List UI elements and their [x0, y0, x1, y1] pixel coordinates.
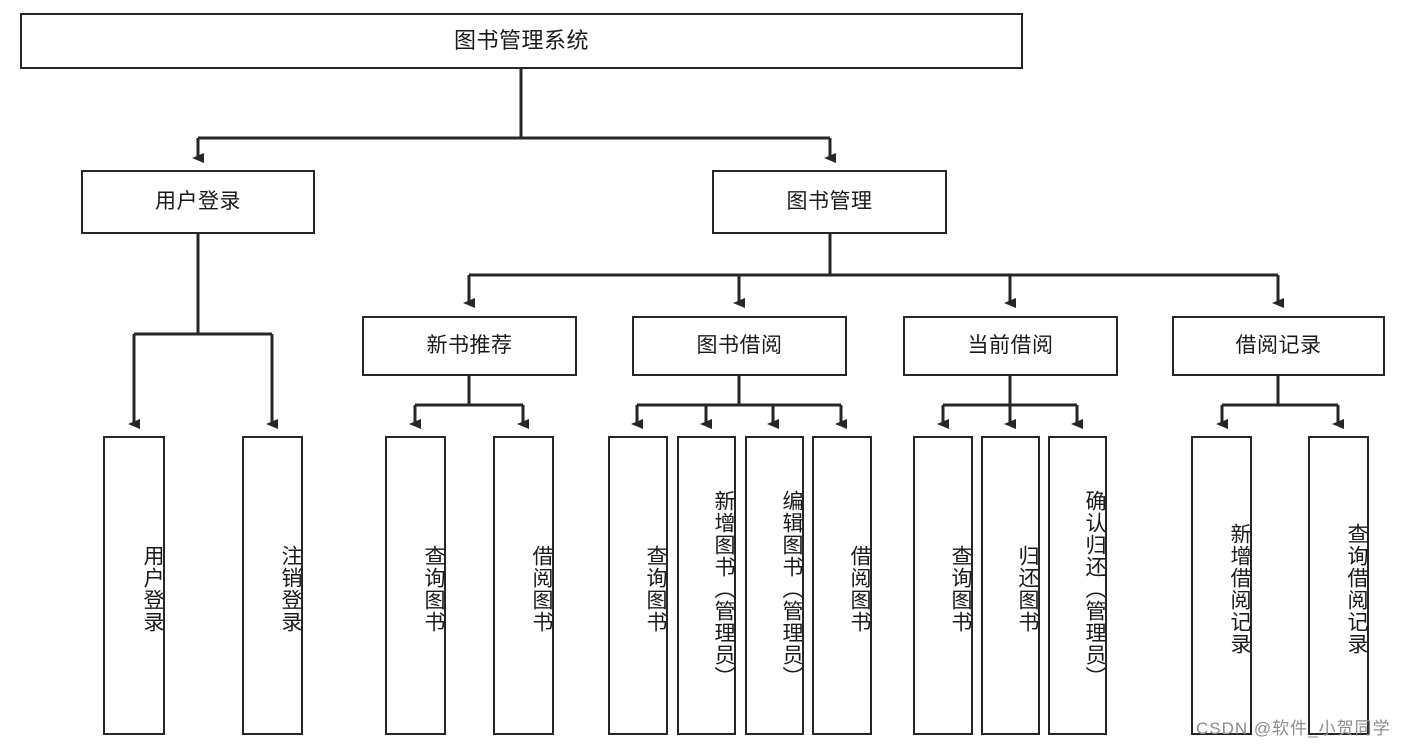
node-borrowing-record[interactable]: 借阅记录	[1172, 316, 1385, 376]
node-label: 编辑图书（管理员）	[780, 489, 803, 688]
node-label: 借阅记录	[1235, 334, 1322, 358]
leaf-confirm-return-admin[interactable]: 确认归还（管理员）	[1048, 436, 1107, 735]
node-label: 查询图书	[644, 544, 667, 633]
node-label: 注销登录	[279, 544, 302, 633]
node-current-borrowing[interactable]: 当前借阅	[903, 316, 1118, 376]
node-label: 图书管理	[786, 190, 873, 214]
node-label: 查询图书	[422, 544, 445, 633]
node-label: 图书借阅	[696, 334, 783, 358]
node-user-login[interactable]: 用户登录	[81, 170, 315, 234]
node-label: 图书管理系统	[453, 27, 589, 53]
node-label: 确认归还（管理员）	[1083, 489, 1106, 688]
leaf-query-book-current[interactable]: 查询图书	[913, 436, 973, 735]
node-new-book-recommendation[interactable]: 新书推荐	[362, 316, 577, 376]
node-root-book-management-system[interactable]: 图书管理系统	[20, 13, 1023, 69]
node-label: 新增图书（管理员）	[712, 489, 735, 688]
node-label: 新书推荐	[426, 334, 513, 358]
leaf-logout[interactable]: 注销登录	[242, 436, 303, 735]
leaf-user-login[interactable]: 用户登录	[103, 436, 165, 735]
leaf-add-book-admin[interactable]: 新增图书（管理员）	[677, 436, 736, 735]
node-label: 新增借阅记录	[1228, 522, 1251, 655]
node-book-management[interactable]: 图书管理	[712, 170, 947, 234]
leaf-add-borrow-record[interactable]: 新增借阅记录	[1191, 436, 1252, 735]
node-label: 借阅图书	[848, 544, 871, 633]
node-label: 查询图书	[949, 544, 972, 633]
leaf-query-borrow-record[interactable]: 查询借阅记录	[1308, 436, 1369, 735]
node-label: 查询借阅记录	[1345, 522, 1368, 655]
leaf-borrow-book-recommend[interactable]: 借阅图书	[493, 436, 554, 735]
node-label: 用户登录	[155, 190, 241, 214]
node-label: 借阅图书	[530, 544, 553, 633]
node-label: 归还图书	[1016, 544, 1039, 633]
leaf-borrow-book[interactable]: 借阅图书	[812, 436, 872, 735]
node-book-borrowing[interactable]: 图书借阅	[632, 316, 847, 376]
node-label: 当前借阅	[967, 334, 1054, 358]
leaf-query-book-borrow[interactable]: 查询图书	[608, 436, 668, 735]
leaf-edit-book-admin[interactable]: 编辑图书（管理员）	[745, 436, 804, 735]
node-label: 用户登录	[141, 544, 164, 633]
leaf-return-book[interactable]: 归还图书	[981, 436, 1040, 735]
leaf-query-book-recommend[interactable]: 查询图书	[385, 436, 446, 735]
csdn-watermark: CSDN @软件_小贺同学	[1196, 719, 1391, 738]
